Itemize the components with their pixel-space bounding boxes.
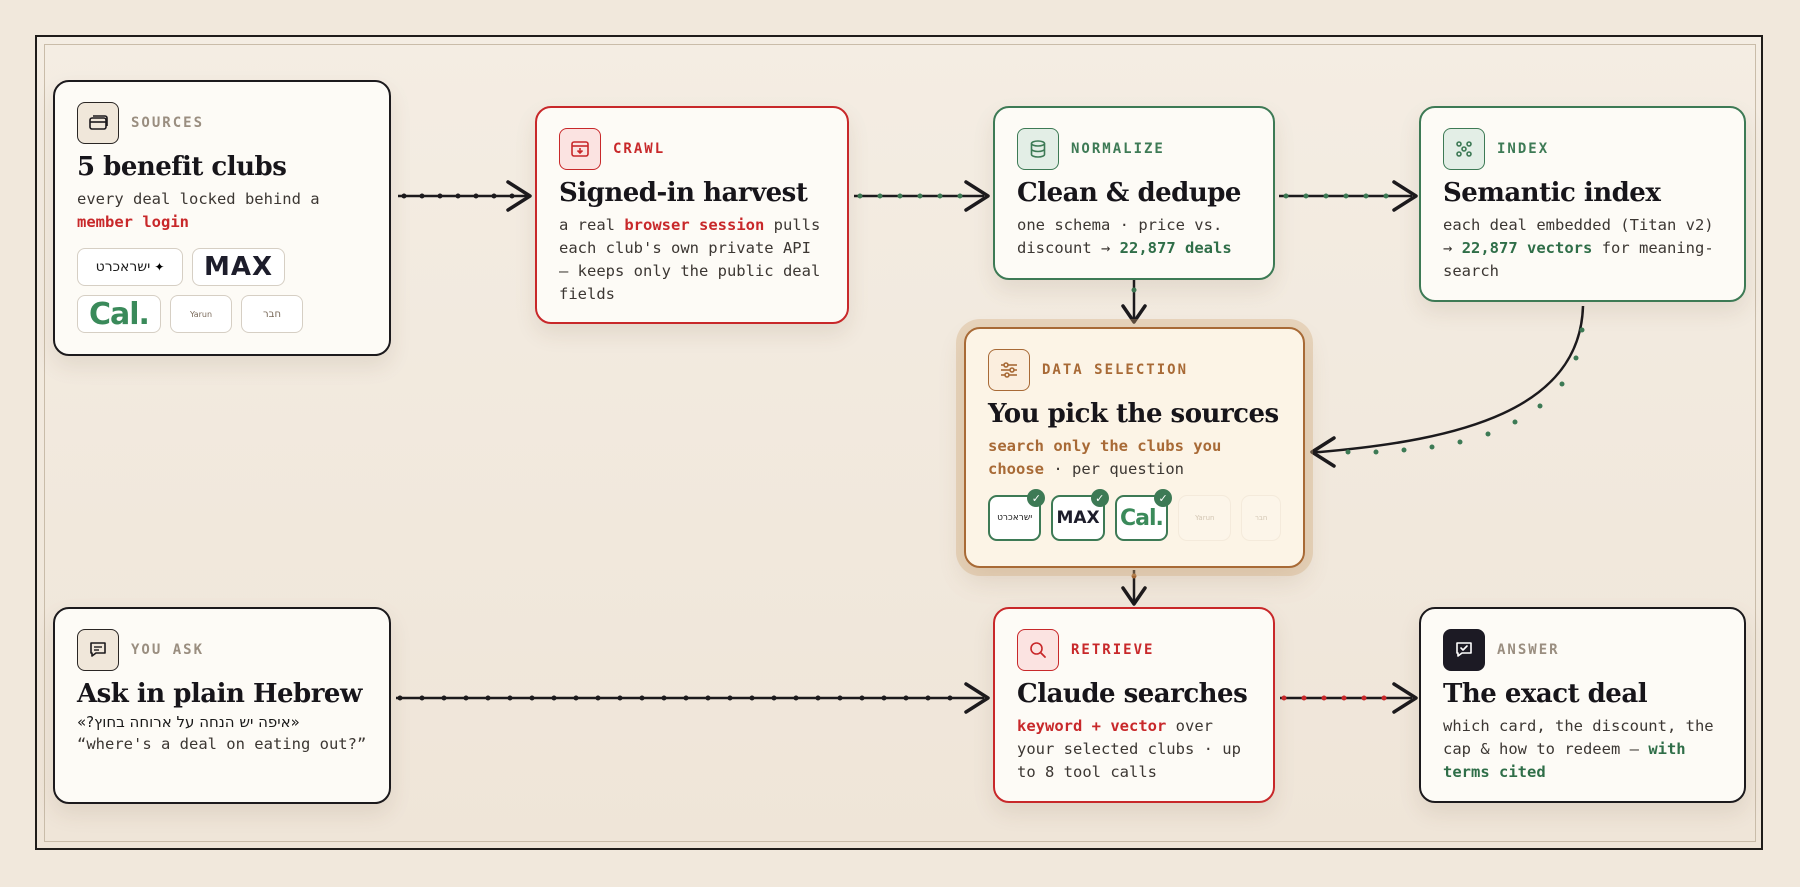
card-title: Signed-in harvest bbox=[559, 178, 808, 208]
card-title: Semantic index bbox=[1443, 178, 1661, 208]
club-logos: ישראכרט✦ MAX Cal. Yarun חבר bbox=[77, 248, 367, 333]
card-description: one schema · price vs. discount → 22,877… bbox=[1017, 216, 1232, 257]
sources-card: SOURCES 5 benefit clubs every deal locke… bbox=[53, 80, 391, 356]
card-description: search only the clubs you choose · per q… bbox=[988, 437, 1222, 478]
card-description: each deal embedded (Titan v2) → 22,877 v… bbox=[1443, 216, 1714, 280]
database-icon bbox=[1017, 128, 1059, 170]
card-tag: NORMALIZE bbox=[1071, 141, 1165, 157]
check-icon: ✓ bbox=[1090, 489, 1109, 507]
source-toggle-max[interactable]: MAX✓ bbox=[1051, 489, 1109, 541]
english-translation: “where's a deal on eating out?” bbox=[77, 735, 367, 753]
ask-card: YOU ASK Ask in plain Hebrew «איפה יש הנח… bbox=[53, 607, 391, 804]
card-description: keyword + vector over your selected club… bbox=[1017, 717, 1241, 781]
normalize-card: NORMALIZE Clean & dedupe one schema · pr… bbox=[993, 106, 1275, 280]
search-icon bbox=[1017, 629, 1059, 671]
club-chip-haver: חבר bbox=[241, 295, 303, 333]
chat-icon bbox=[77, 629, 119, 671]
source-toggle-yarun[interactable]: Yarun bbox=[1178, 495, 1232, 541]
card-title: 5 benefit clubs bbox=[77, 152, 287, 182]
card-tag: ANSWER bbox=[1497, 642, 1560, 658]
card-description: which card, the discount, the cap & how … bbox=[1443, 717, 1714, 781]
index-card: INDEX Semantic index each deal embedded … bbox=[1419, 106, 1746, 302]
check-message-icon bbox=[1443, 629, 1485, 671]
card-tag: DATA SELECTION bbox=[1042, 362, 1189, 378]
browser-download-icon bbox=[559, 128, 601, 170]
source-toggle-cal[interactable]: Cal.✓ bbox=[1114, 489, 1173, 541]
source-selector: ישראכרט✓ MAX✓ Cal.✓ Yarun חבר bbox=[988, 489, 1281, 541]
card-description: every deal locked behind a member login bbox=[77, 190, 320, 231]
card-title: Ask in plain Hebrew bbox=[77, 679, 362, 709]
check-icon: ✓ bbox=[1154, 489, 1173, 507]
card-tag: INDEX bbox=[1497, 141, 1550, 157]
card-tag: YOU ASK bbox=[131, 642, 205, 658]
grid-icon bbox=[1443, 128, 1485, 170]
diagram-inner-border bbox=[44, 44, 1756, 842]
answer-card: ANSWER The exact deal which card, the di… bbox=[1419, 607, 1746, 803]
data-selection-card: DATA SELECTION You pick the sources sear… bbox=[964, 327, 1305, 568]
club-chip-yarun: Yarun bbox=[170, 295, 232, 333]
card-title: Clean & dedupe bbox=[1017, 178, 1241, 208]
cards-icon bbox=[77, 102, 119, 144]
card-title: The exact deal bbox=[1443, 679, 1648, 709]
card-tag: RETRIEVE bbox=[1071, 642, 1155, 658]
check-icon: ✓ bbox=[1027, 489, 1046, 507]
card-description: a real browser session pulls each club's… bbox=[559, 216, 821, 303]
retrieve-card: RETRIEVE Claude searches keyword + vecto… bbox=[993, 607, 1275, 803]
sliders-icon bbox=[988, 349, 1030, 391]
card-tag: CRAWL bbox=[613, 141, 666, 157]
hebrew-question: «איפה יש הנחה על ארוחה בחוץ?» bbox=[77, 713, 300, 731]
card-title: You pick the sources bbox=[988, 399, 1279, 429]
card-tag: SOURCES bbox=[131, 115, 205, 131]
club-chip-cal: Cal. bbox=[77, 295, 161, 333]
crawl-card: CRAWL Signed-in harvest a real browser s… bbox=[535, 106, 849, 324]
club-chip-max: MAX bbox=[192, 248, 285, 286]
source-toggle-haver[interactable]: חבר bbox=[1241, 495, 1281, 541]
source-toggle-isracard[interactable]: ישראכרט✓ bbox=[988, 489, 1046, 541]
card-title: Claude searches bbox=[1017, 679, 1248, 709]
club-chip-isracard: ישראכרט✦ bbox=[77, 248, 183, 286]
